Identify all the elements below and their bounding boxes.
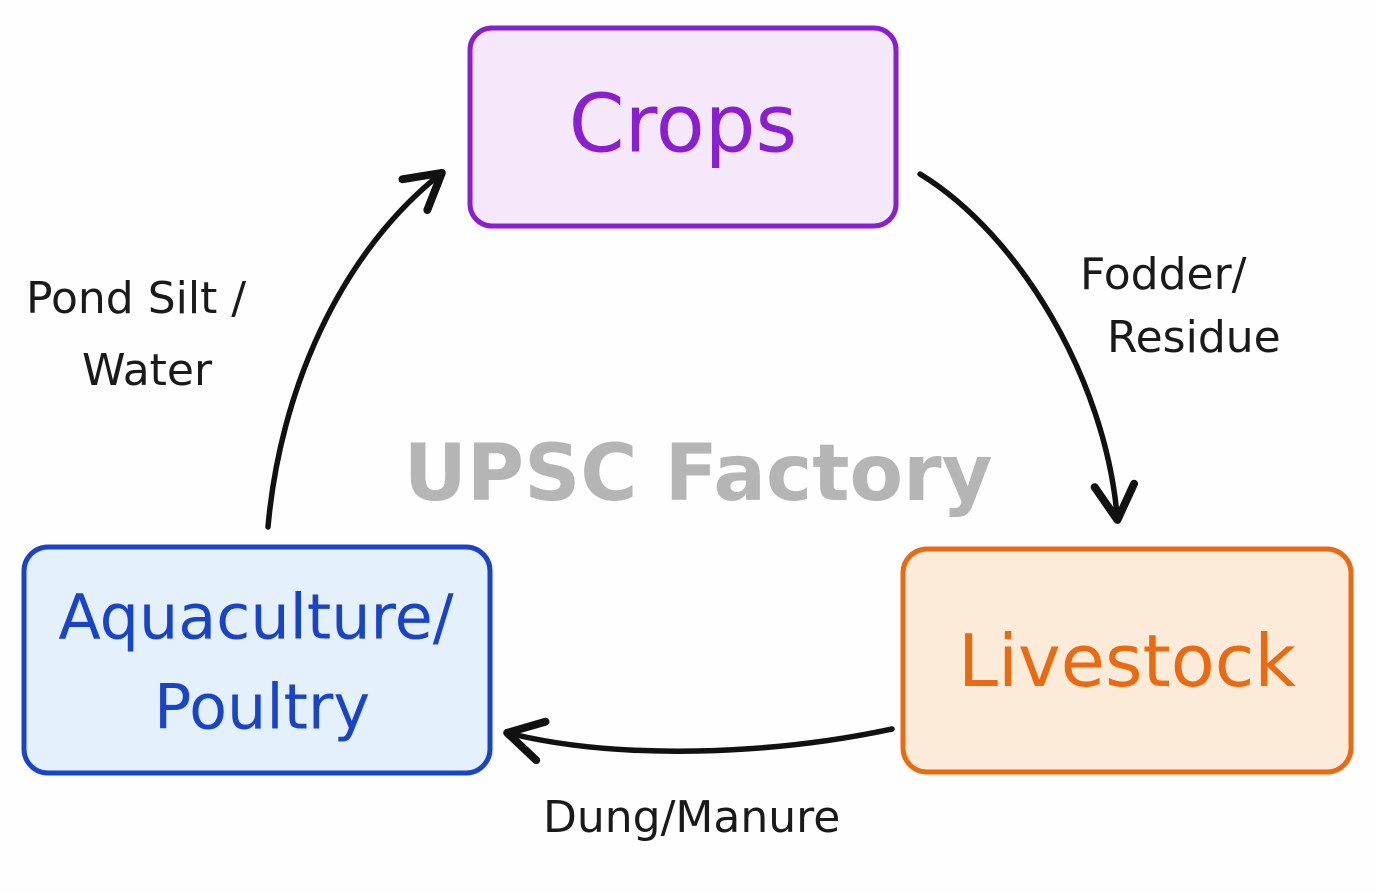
- node-livestock: Livestock: [900, 546, 1354, 775]
- poultry-label: Poultry: [154, 671, 370, 744]
- node-aquaculture-poultry: Aquaculture/ Poultry: [21, 544, 493, 776]
- edge-label-fodder: Fodder/: [1080, 249, 1247, 300]
- edge-label-residue: Residue: [1107, 312, 1281, 363]
- livestock-box: [900, 546, 1354, 775]
- edge-label-water: Water: [82, 345, 213, 396]
- livestock-label: Livestock: [958, 619, 1296, 703]
- arrow-aquaculture-to-crops: [265, 168, 446, 530]
- crops-label: Crops: [569, 78, 797, 171]
- arrow-livestock-to-aquaculture: [503, 717, 895, 765]
- watermark-text: UPSC Factory: [404, 429, 993, 519]
- aquaculture-label: Aquaculture/: [58, 581, 453, 654]
- arrow-crops-to-livestock: [917, 171, 1139, 524]
- edge-label-dung-manure: Dung/Manure: [543, 792, 840, 843]
- edge-label-pond-silt: Pond Silt /: [26, 273, 246, 324]
- node-crops: Crops: [467, 25, 899, 229]
- crops-box: [467, 25, 899, 229]
- aquaculture-box: [21, 544, 493, 776]
